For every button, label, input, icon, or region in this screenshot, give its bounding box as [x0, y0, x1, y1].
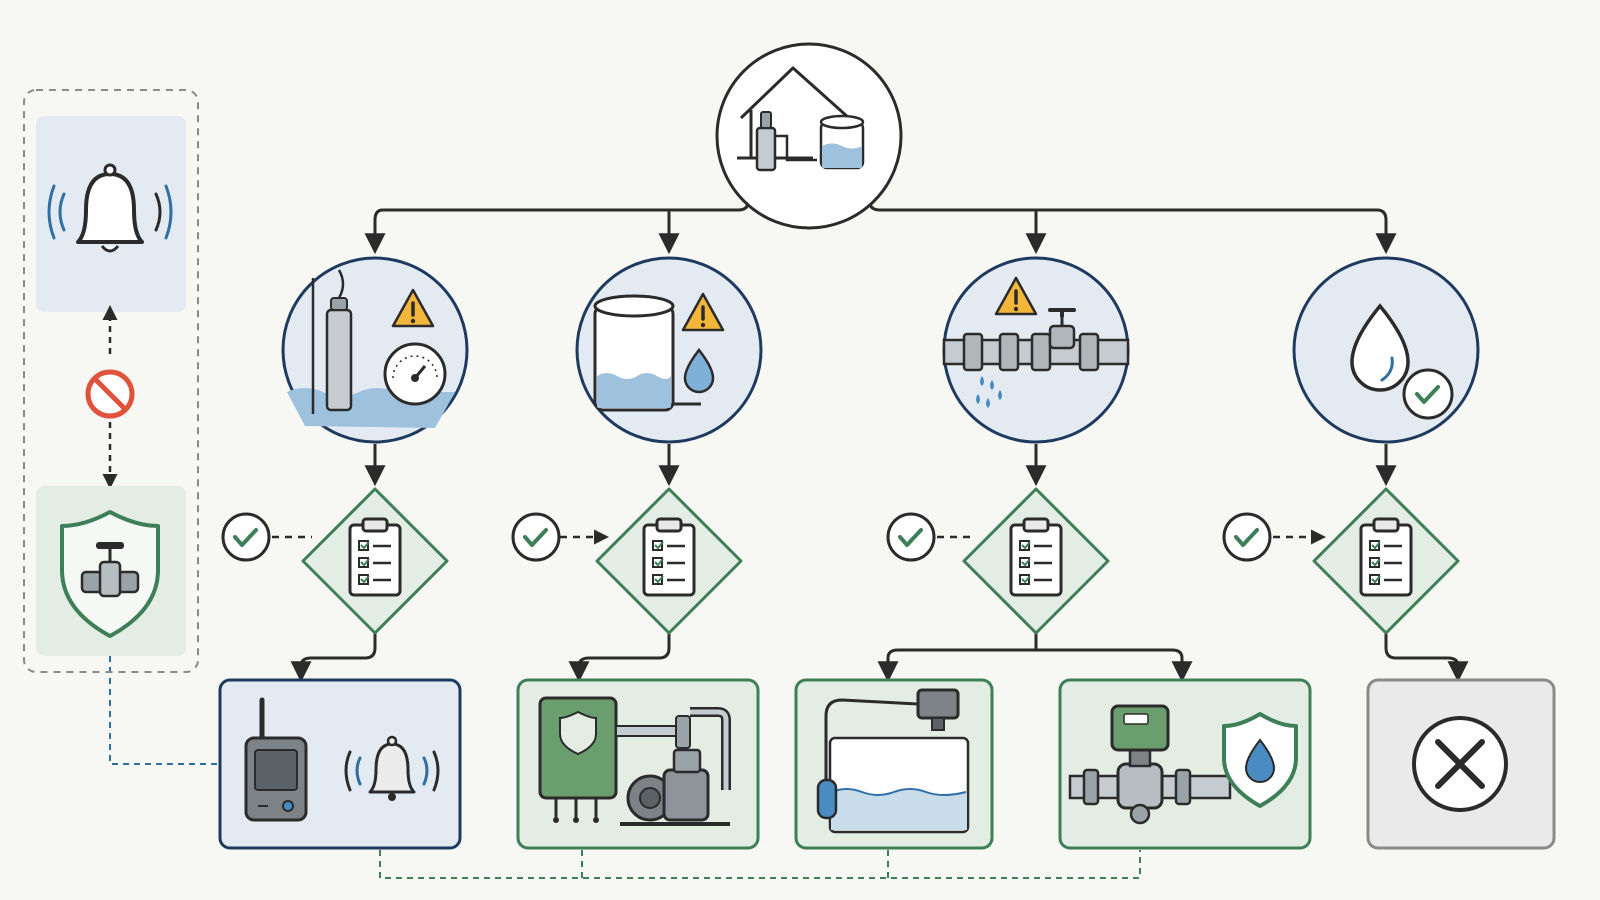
side-protect-card	[36, 486, 186, 656]
edge-source-to-pipe-leak	[868, 201, 1397, 255]
well-pump-warning-gauge-icon	[287, 269, 455, 428]
house-well-tank-icon	[737, 66, 865, 172]
clipboard-checklist-icon	[1009, 517, 1063, 597]
controller-pump-icon	[538, 696, 731, 826]
dashed-protect-to-alarm	[109, 656, 218, 765]
result-level-sensor-box	[794, 678, 994, 850]
shield-droplet-icon	[1222, 712, 1298, 808]
water-drop-icon	[1350, 303, 1410, 392]
left-panel-border	[23, 89, 199, 673]
motorized-valve-shield-icon	[1068, 704, 1298, 825]
ok-check-icon-1	[221, 512, 271, 562]
cond-low-well-node	[281, 256, 469, 444]
check-2-node	[595, 487, 743, 635]
dashed-bottom-bus	[379, 850, 1141, 879]
cond-low-tank-node	[575, 256, 763, 444]
cancel-x-icon	[1412, 716, 1508, 812]
bell-icon	[47, 163, 173, 253]
edge-check3-to-valve	[1036, 648, 1193, 683]
result-none-box	[1366, 678, 1556, 850]
check-1-node	[301, 487, 449, 635]
check-4-node	[1312, 487, 1460, 635]
connectors	[109, 201, 1469, 879]
clipboard-checklist-icon	[1359, 517, 1413, 597]
side-alarm-card	[36, 116, 186, 312]
droplet-icon	[683, 347, 715, 394]
edge-check1-to-alarm	[290, 632, 377, 683]
left-panel	[23, 89, 199, 673]
pipe-leak-warning-icon	[942, 276, 1130, 408]
edge-check3-to-sensor	[877, 632, 1038, 683]
edge-check2-to-pump	[568, 632, 671, 683]
cond-normal-node	[1292, 256, 1480, 444]
result-alarm-box	[218, 678, 462, 850]
clipboard-checklist-icon	[348, 517, 402, 597]
ok-check-icon-2	[511, 512, 561, 562]
edge-source-to-low-well	[364, 201, 750, 255]
clipboard-checklist-icon	[642, 517, 696, 597]
tank-warning-droplet-icon	[593, 292, 725, 412]
check-badge-icon	[1402, 368, 1454, 420]
shield-valve-icon	[60, 510, 160, 638]
ok-check-icon-4	[1222, 512, 1272, 562]
ok-check-icon-3	[886, 512, 936, 562]
result-shutoff-valve-box	[1058, 678, 1312, 850]
transmitter-icon	[244, 697, 308, 822]
check-3-node	[962, 487, 1110, 635]
gauge-icon	[383, 342, 447, 406]
cond-pipe-leak-node	[942, 256, 1130, 444]
prohibit-icon	[85, 369, 135, 419]
bell-icon	[344, 735, 440, 801]
result-pump-control-box	[516, 678, 760, 850]
edge-check4-to-none	[1384, 632, 1469, 683]
tank-float-sensor-icon	[816, 688, 970, 834]
droplet-check-icon	[1350, 303, 1454, 420]
source-node	[715, 42, 903, 230]
